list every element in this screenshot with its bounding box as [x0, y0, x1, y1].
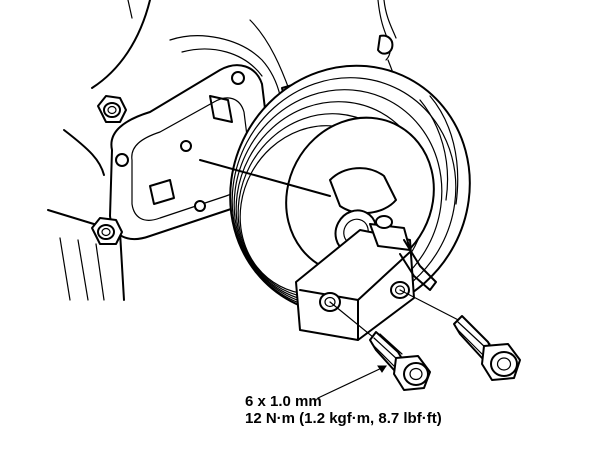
torque-spec-callout: 6 x 1.0 mm 12 N·m (1.2 kgf·m, 8.7 lbf·ft…: [245, 393, 442, 427]
mounting-bolt-right: [453, 315, 521, 381]
engine-housing: [47, 0, 291, 301]
block-bolt-upper: [97, 95, 127, 123]
block-bolt-lower: [91, 217, 123, 245]
callout-leader: [317, 365, 387, 399]
bolt-size-label: 6 x 1.0 mm: [245, 393, 322, 410]
mounting-bolt-left: [369, 331, 431, 391]
thermal-protector: [295, 215, 437, 341]
torque-value-label: 12 N·m (1.2 kgf·m, 8.7 lbf·ft): [245, 410, 442, 427]
